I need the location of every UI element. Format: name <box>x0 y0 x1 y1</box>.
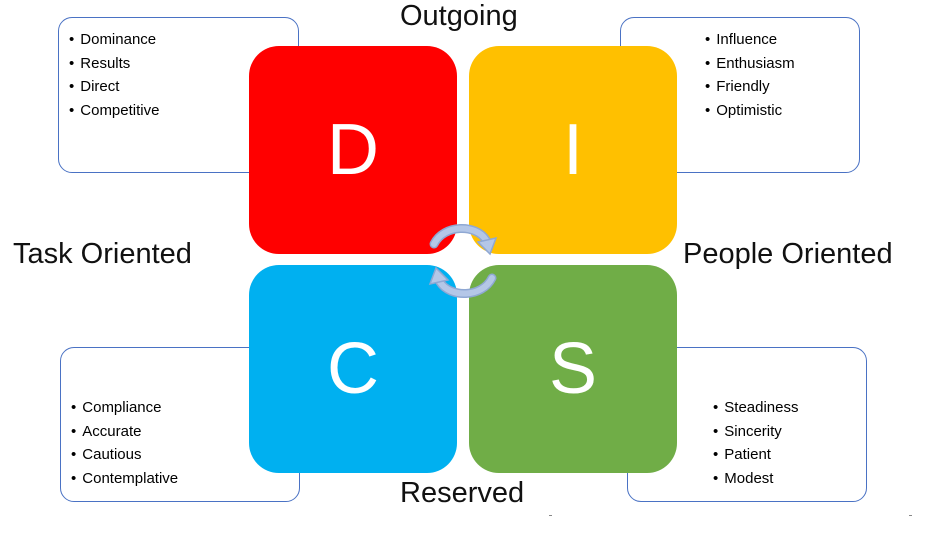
quadrant-letter-d: D <box>327 110 379 190</box>
quadrant-letter-i: I <box>562 110 583 190</box>
trait-item: Accurate <box>71 420 299 444</box>
quadrant-letter-c: C <box>327 329 379 409</box>
trait-item: Sincerity <box>713 420 866 444</box>
trait-item: Enthusiasm <box>705 52 859 76</box>
trait-item: Friendly <box>705 75 859 99</box>
axis-label-reserved: Reserved <box>400 477 525 509</box>
trait-item: Steadiness <box>713 396 866 420</box>
artifact-mark <box>549 515 552 516</box>
trait-item: Dominance <box>69 28 298 52</box>
trait-item: Patient <box>713 443 866 467</box>
trait-list: Compliance Accurate Cautious Contemplati… <box>71 396 299 491</box>
axis-label-people-oriented: People Oriented <box>683 238 893 270</box>
trait-item: Direct <box>69 75 298 99</box>
cycle-arrows-icon <box>428 224 498 298</box>
trait-item: Compliance <box>71 396 299 420</box>
trait-item: Competitive <box>69 99 298 123</box>
trait-item: Cautious <box>71 443 299 467</box>
artifact-mark <box>909 515 912 516</box>
trait-item: Modest <box>713 467 866 491</box>
quadrant-c: C <box>249 265 457 473</box>
trait-item: Results <box>69 52 298 76</box>
axis-label-outgoing: Outgoing <box>400 0 518 32</box>
trait-item: Influence <box>705 28 859 52</box>
trait-item: Contemplative <box>71 467 299 491</box>
trait-item: Optimistic <box>705 99 859 123</box>
quadrant-d: D <box>249 46 457 254</box>
quadrant-i: I <box>469 46 677 254</box>
trait-list: Influence Enthusiasm Friendly Optimistic <box>705 28 859 123</box>
axis-label-task-oriented: Task Oriented <box>13 238 192 270</box>
trait-list: Dominance Results Direct Competitive <box>69 28 298 123</box>
trait-list: Steadiness Sincerity Patient Modest <box>713 396 866 491</box>
quadrant-letter-s: S <box>548 329 598 409</box>
quadrant-s: S <box>469 265 677 473</box>
